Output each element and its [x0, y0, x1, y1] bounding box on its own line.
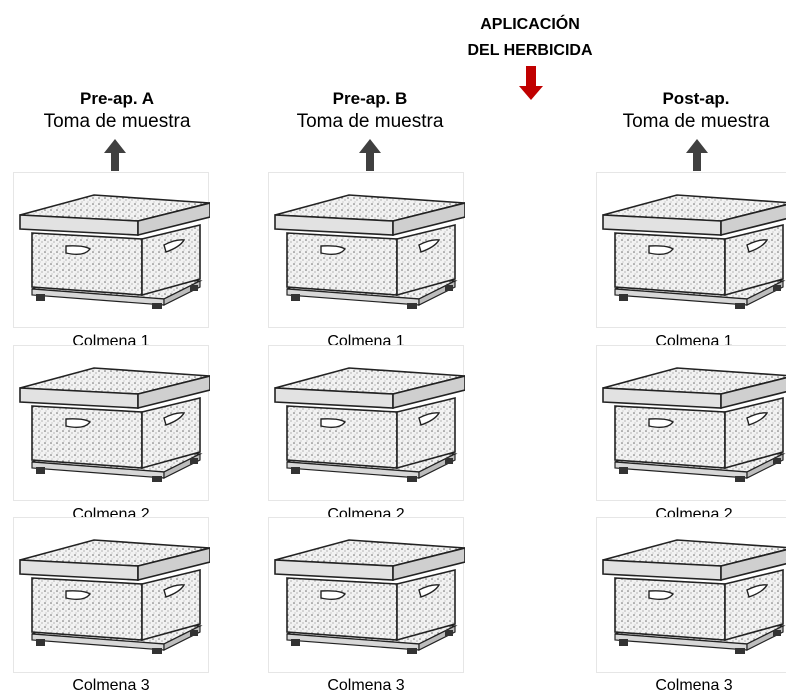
arrow-up-icon: [686, 139, 708, 171]
hive-image: [268, 517, 465, 673]
beehive-icon: [602, 539, 786, 654]
hive-image: [596, 172, 786, 328]
column-subtitle: Toma de muestra: [622, 111, 770, 132]
hive-label: Colmena 3: [327, 677, 405, 694]
arrow-up-icon: [359, 139, 381, 171]
herbicide-application-line2: DEL HERBICIDA: [467, 42, 593, 59]
hive-label: Colmena 3: [655, 677, 733, 694]
beehive-icon: [274, 194, 465, 309]
column-header-pre-a: Pre-ap. A Toma de muestra: [17, 88, 217, 134]
herbicide-application-line1: APLICACIÓN: [480, 16, 580, 33]
beehive-icon: [19, 539, 210, 654]
column-title: Pre-ap. B: [332, 89, 408, 108]
beehive-icon: [274, 539, 465, 654]
hive-image: [596, 517, 786, 673]
beehive-icon: [602, 194, 786, 309]
column-header-pre-b: Pre-ap. B Toma de muestra: [270, 88, 470, 134]
arrow-down-icon: [519, 66, 543, 100]
column-title: Post-ap.: [662, 89, 730, 108]
hive-label: Colmena 3: [72, 677, 150, 694]
hive-image: [13, 517, 210, 673]
hive-image: [268, 172, 465, 328]
beehive-icon: [602, 367, 786, 482]
column-subtitle: Toma de muestra: [43, 111, 191, 132]
hive-image: [268, 345, 465, 501]
hive-image: [13, 172, 210, 328]
beehive-icon: [274, 367, 465, 482]
herbicide-application-label: APLICACIÓN DEL HERBICIDA: [440, 12, 620, 64]
column-title: Pre-ap. A: [79, 89, 154, 108]
column-header-post: Post-ap. Toma de muestra: [596, 88, 786, 134]
hive-image: [13, 345, 210, 501]
column-subtitle: Toma de muestra: [296, 111, 444, 132]
hive-image: [596, 345, 786, 501]
beehive-icon: [19, 367, 210, 482]
beehive-icon: [19, 194, 210, 309]
arrow-up-icon: [104, 139, 126, 171]
